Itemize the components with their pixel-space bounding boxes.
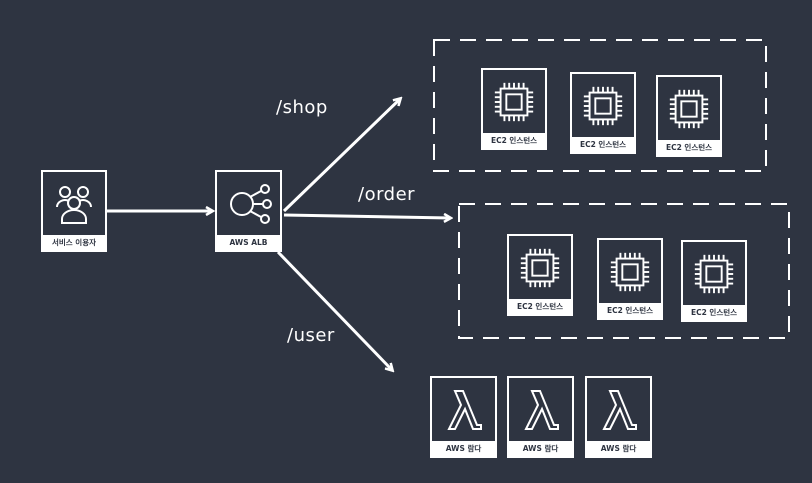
chip-icon [599,240,661,303]
arrow-alb-to-user [276,250,392,370]
order-ec2-instance-3[interactable]: EC2 인스턴스 [681,240,747,322]
lambda-function-2[interactable]: AWS 람다 [507,376,574,458]
arrow-alb-to-order [283,215,450,218]
alb-label: AWS ALB [217,235,280,250]
ec2-label: EC2 인스턴스 [683,305,745,320]
chip-icon [683,242,745,305]
arrow-alb-to-shop [282,99,400,213]
shop-ec2-instance-3[interactable]: EC2 인스턴스 [656,75,722,157]
load-balancer-icon [217,172,280,235]
lambda-icon [509,378,572,441]
route-label-shop: /shop [276,97,328,118]
ec2-label: EC2 인스턴스 [509,299,571,314]
lambda-function-3[interactable]: AWS 람다 [585,376,652,458]
ec2-label: EC2 인스턴스 [599,303,661,318]
lambda-icon [432,378,495,441]
lambda-function-1[interactable]: AWS 람다 [430,376,497,458]
lambda-label: AWS 람다 [509,441,572,456]
ec2-label: EC2 인스턴스 [572,137,634,152]
route-label-user: /user [287,325,335,346]
shop-ec2-instance-2[interactable]: EC2 인스턴스 [570,72,636,154]
route-label-order: /order [358,184,416,205]
alb-node[interactable]: AWS ALB [215,170,282,252]
chip-icon [483,70,545,133]
shop-group-box [433,39,767,172]
shop-ec2-instance-1[interactable]: EC2 인스턴스 [481,68,547,150]
chip-icon [572,74,634,137]
service-user-label: 서비스 이용자 [43,235,105,250]
lambda-label: AWS 람다 [432,441,495,456]
lambda-label: AWS 람다 [587,441,650,456]
order-ec2-instance-2[interactable]: EC2 인스턴스 [597,238,663,320]
order-ec2-instance-1[interactable]: EC2 인스턴스 [507,234,573,316]
order-group-box [458,203,790,339]
chip-icon [658,77,720,140]
lambda-icon [587,378,650,441]
chip-icon [509,236,571,299]
ec2-label: EC2 인스턴스 [658,140,720,155]
service-user-node[interactable]: 서비스 이용자 [41,170,107,252]
users-icon [43,172,105,235]
ec2-label: EC2 인스턴스 [483,133,545,148]
